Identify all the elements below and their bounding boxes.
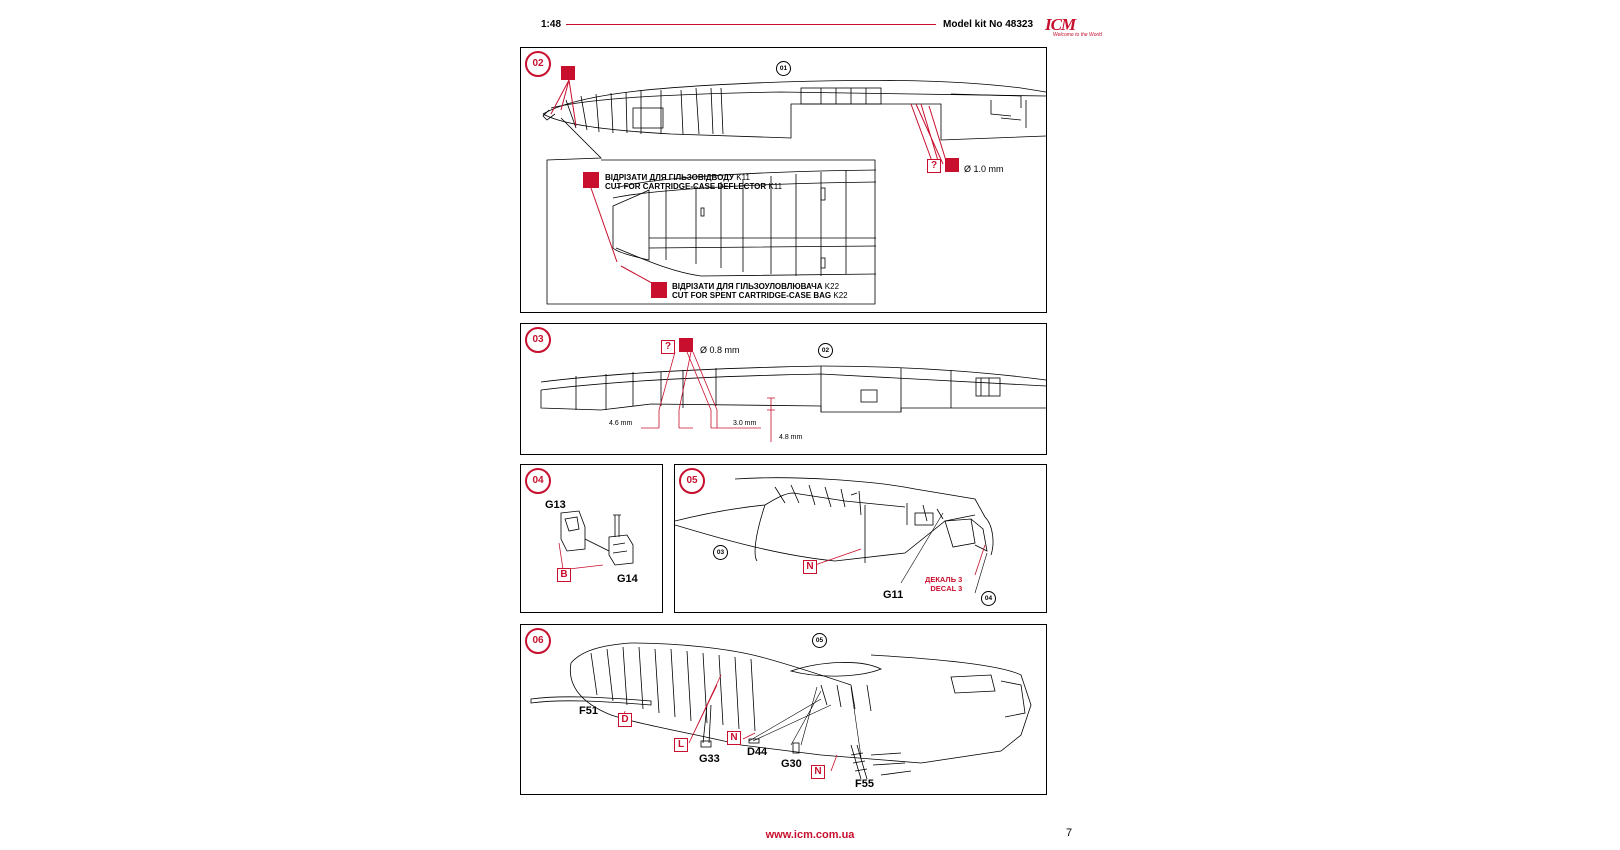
part-g33: G33 xyxy=(699,753,720,765)
part-g11: G11 xyxy=(883,589,904,601)
note2-ua-part: K22 xyxy=(824,282,840,291)
header-rule xyxy=(566,24,936,25)
step-ref-03: 03 xyxy=(713,545,728,560)
note1: ВІДРІЗАТИ ДЛЯ ГІЛЬЗОВІДВОДУ K11 CUT FOR … xyxy=(605,173,782,191)
step-02-panel: 02 01 ? Ø 1.0 mm ВІДРІЗАТИ ДЛЯ ГІЛЬЗОВІД… xyxy=(520,47,1047,313)
step-05-drawing xyxy=(675,477,994,594)
step-05-panel: 05 03 N G11 ДЕКАЛЬ 3 DECAL 3 04 xyxy=(674,464,1047,613)
drill-icon xyxy=(945,158,959,172)
note2-ua: ВІДРІЗАТИ ДЛЯ ГІЛЬЗОУЛОВЛЮВАЧА xyxy=(672,282,823,291)
step-number: 04 xyxy=(525,468,551,494)
paint-box-n: N xyxy=(803,560,817,574)
logo-text: ICM xyxy=(1045,15,1076,34)
question-icon: ? xyxy=(661,340,675,354)
dim-3-0: 3.0 mm xyxy=(733,420,757,427)
step-03-drawing xyxy=(540,351,1046,442)
logo-tagline: Welcome to the World xyxy=(1053,32,1103,38)
part-g30: G30 xyxy=(781,758,802,770)
step-number: 02 xyxy=(525,51,551,77)
step-03-panel: 03 ? Ø 0.8 mm 02 4.6 mm 3.0 mm 4.8 mm xyxy=(520,323,1047,455)
decal-ua: ДЕКАЛЬ 3 xyxy=(925,575,963,584)
step-number: 06 xyxy=(525,628,551,654)
paint-box-n1: N xyxy=(727,731,741,745)
step-06-drawing xyxy=(530,642,1032,780)
decal-en: DECAL 3 xyxy=(930,584,963,593)
part-g14: G14 xyxy=(617,573,638,585)
cut-icon xyxy=(651,282,667,298)
paint-box-d: D xyxy=(618,713,632,727)
step-ref-05: 05 xyxy=(812,633,827,648)
step-02-drawing xyxy=(542,79,1046,305)
step-ref: 02 xyxy=(818,343,833,358)
icm-logo: ICM Welcome to the World xyxy=(1045,15,1102,43)
part-g13: G13 xyxy=(545,499,566,511)
note1-ua-part: K11 xyxy=(736,173,750,182)
step-number: 03 xyxy=(525,327,551,353)
step-04-panel: 04 G13 B G14 xyxy=(520,464,663,613)
question-icon: ? xyxy=(927,159,941,173)
note1-ua: ВІДРІЗАТИ ДЛЯ ГІЛЬЗОВІДВОДУ xyxy=(605,173,735,182)
part-f51: F51 xyxy=(579,705,598,717)
step-ref: 01 xyxy=(776,61,791,76)
scale-label: 1:48 xyxy=(541,19,562,30)
kit-number: Model kit No 48323 xyxy=(943,19,1034,30)
step-number: 05 xyxy=(679,468,705,494)
dim-4-6: 4.6 mm xyxy=(609,420,633,427)
drill-size: Ø 1.0 mm xyxy=(964,164,1004,174)
paint-box-b: B xyxy=(557,568,571,582)
step-ref-04: 04 xyxy=(981,591,996,606)
paint-box-n2: N xyxy=(811,765,825,779)
drill-size: Ø 0.8 mm xyxy=(700,345,740,355)
dim-4-8: 4.8 mm xyxy=(779,434,803,441)
note1-en: CUT FOR CARTRIDGE-CASE DEFLECTOR xyxy=(605,182,767,191)
paint-box-l: L xyxy=(674,738,688,752)
note2-en-part: K22 xyxy=(833,291,848,300)
cut-icon xyxy=(561,66,575,80)
drill-icon xyxy=(679,338,693,352)
note2: ВІДРІЗАТИ ДЛЯ ГІЛЬЗОУЛОВЛЮВАЧА K22 CUT F… xyxy=(672,282,848,300)
step-04-drawing xyxy=(558,510,634,570)
page-number: 7 xyxy=(1066,827,1073,839)
part-f55: F55 xyxy=(855,778,874,790)
footer-url[interactable]: www.icm.com.ua xyxy=(765,829,855,841)
note2-en: CUT FOR SPENT CARTRIDGE-CASE BAG xyxy=(672,291,832,300)
step-06-panel: 06 05 F51 D L G33 N D44 G30 N F55 xyxy=(520,624,1047,795)
decal-3: ДЕКАЛЬ 3 DECAL 3 xyxy=(925,575,962,593)
part-d44: D44 xyxy=(747,746,768,758)
note1-en-part: K11 xyxy=(768,182,783,191)
cut-icon xyxy=(583,172,599,188)
